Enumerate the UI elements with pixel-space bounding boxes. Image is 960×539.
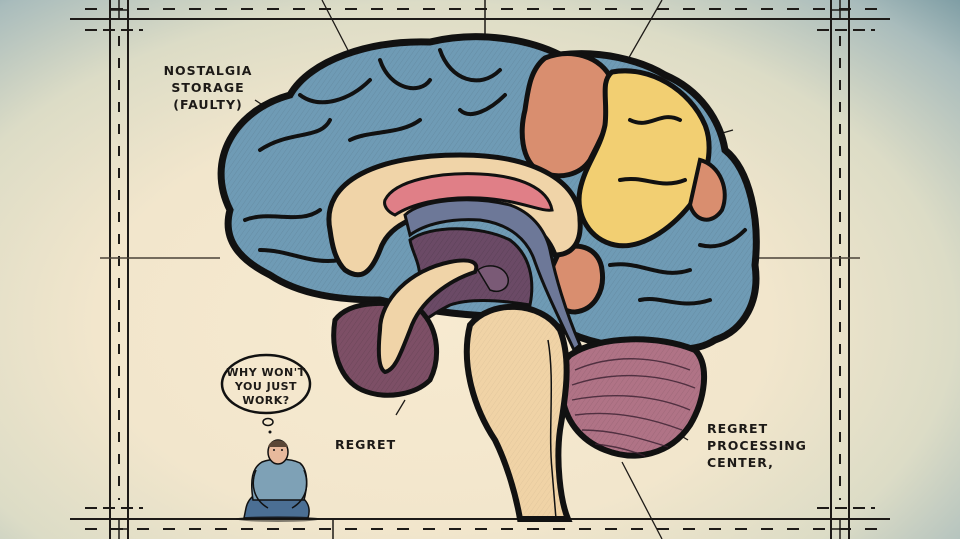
thought-bubble-text: WHY WON'T YOU JUST WORK? xyxy=(226,366,306,407)
frame-guides xyxy=(70,0,890,539)
nostalgia-storage-label: NOSTALGIA STORAGE (FAULTY) xyxy=(163,63,253,112)
orange-lobe xyxy=(519,51,616,179)
gyri xyxy=(243,48,747,306)
seated-man xyxy=(236,439,320,522)
regret-processing-center-label: REGRET PROCESSING CENTER, xyxy=(707,421,807,470)
cingulate-pink xyxy=(383,172,554,217)
regret-label: REGRET xyxy=(335,437,397,452)
fornix-loop xyxy=(376,258,479,375)
ventricle xyxy=(403,198,582,353)
thought-bubble xyxy=(220,353,312,434)
yellow-lobe xyxy=(576,68,712,249)
